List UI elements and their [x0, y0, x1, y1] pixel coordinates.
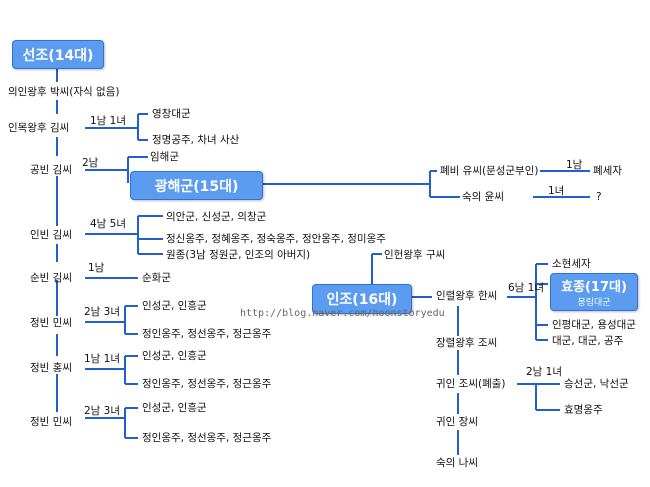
child-wonjong: 원종(3남 정원군, 인조의 아버지) — [166, 249, 311, 261]
wife-pyebi-yu: 폐비 유씨(문성군부인) — [440, 165, 539, 177]
king-hyojong-box: 효종(17대) 봉림대군 — [550, 273, 638, 311]
count-pyebi: 1남 — [566, 159, 583, 171]
count-jeongbin-min-1: 2남 3녀 — [84, 306, 121, 318]
count-sugui: 1녀 — [548, 185, 565, 197]
child-yeongchang: 영창대군 — [152, 108, 191, 120]
king-injo-box: 인조(16대) — [312, 284, 412, 314]
queen-jangryeol: 장렬왕후 조씨 — [436, 337, 498, 349]
consort-gwiin-jang: 귀인 장씨 — [436, 416, 478, 428]
child-inbin-sons: 의안군, 신성군, 의창군 — [166, 211, 267, 223]
queen-inyeol: 인렬왕후 한씨 — [436, 290, 498, 302]
consort-jeongbin-min-1: 정빈 민씨 — [30, 317, 72, 329]
child-inheon: 인헌왕후 구씨 — [384, 249, 446, 261]
child-inbin-daughters: 정신옹주, 정혜옹주, 정숙옹주, 정안옹주, 정미옹주 — [166, 233, 386, 245]
consort-inmok: 인목왕후 김씨 — [8, 122, 70, 134]
unknown-mark: ? — [596, 191, 602, 203]
child-hong-sons: 인성군, 인흥군 — [142, 350, 207, 362]
child-min1-daughters: 정인옹주, 정선옹주, 정근옹주 — [142, 328, 272, 340]
king-injo-label: 인조(16대) — [326, 292, 398, 308]
count-gwiin-jo: 2남 1녀 — [526, 366, 563, 378]
consort-gongbin: 공빈 김씨 — [30, 164, 72, 176]
count-inbin: 4남 5녀 — [90, 218, 127, 230]
count-jeongbin-hong: 1남 1녀 — [84, 353, 121, 365]
daughter-hyomyeong: 효명옹주 — [564, 404, 603, 416]
son-pyeseja: 폐세자 — [593, 165, 622, 177]
count-inmok: 1남 1녀 — [90, 115, 127, 127]
consort-gwiin-jo: 귀인 조씨(폐출) — [436, 378, 506, 390]
king-seonjo-box: 선조(14대) — [12, 40, 104, 69]
consort-jeongbin-hong: 정빈 홍씨 — [30, 362, 72, 374]
consort-uiin: 의인왕후 박씨(자식 없음) — [8, 86, 120, 98]
count-inyeol: 6남 1녀 — [508, 282, 545, 294]
king-seonjo-label: 선조(14대) — [22, 47, 94, 64]
consort-sugui-na: 숙의 나씨 — [436, 457, 478, 469]
child-sunhwa: 순화군 — [142, 272, 171, 284]
consort-jeongbin-min-2: 정빈 민씨 — [30, 416, 72, 428]
king-gwanghae-label: 광해군(15대) — [154, 178, 239, 195]
watermark-url: http://blog.naver.com/hoonstoryedu — [240, 308, 445, 319]
child-min2-daughters: 정인옹주, 정선옹주, 정근옹주 — [142, 432, 272, 444]
sons-inpyeong-yongseong: 인평대군, 용성대군 — [552, 319, 636, 331]
king-hyojong-label: 효종(17대) — [561, 280, 627, 295]
son-sohyeon: 소현세자 — [552, 258, 591, 270]
sons-sungseon-nakseon: 승선군, 낙선군 — [564, 378, 629, 390]
king-gwanghae-box: 광해군(15대) — [130, 171, 263, 200]
consort-inbin: 인빈 김씨 — [30, 229, 72, 241]
count-sunbin: 1남 — [88, 262, 105, 274]
king-hyojong-sublabel: 봉림대군 — [577, 298, 611, 308]
child-imhae: 임해군 — [150, 151, 179, 163]
children-daegun-gongju: 대군, 대군, 공주 — [552, 335, 624, 347]
child-min1-sons: 인성군, 인흥군 — [142, 300, 207, 312]
consort-sunbin: 순빈 김씨 — [30, 272, 72, 284]
child-hong-daughters: 정인옹주, 정선옹주, 정근옹주 — [142, 378, 272, 390]
count-gongbin: 2남 — [82, 157, 99, 169]
child-jeongmyeong: 정명공주, 차녀 사산 — [152, 134, 240, 146]
child-min2-sons: 인성군, 인흥군 — [142, 402, 207, 414]
count-jeongbin-min-2: 2남 3녀 — [84, 405, 121, 417]
consort-sugui-yun: 숙의 윤씨 — [462, 191, 504, 203]
